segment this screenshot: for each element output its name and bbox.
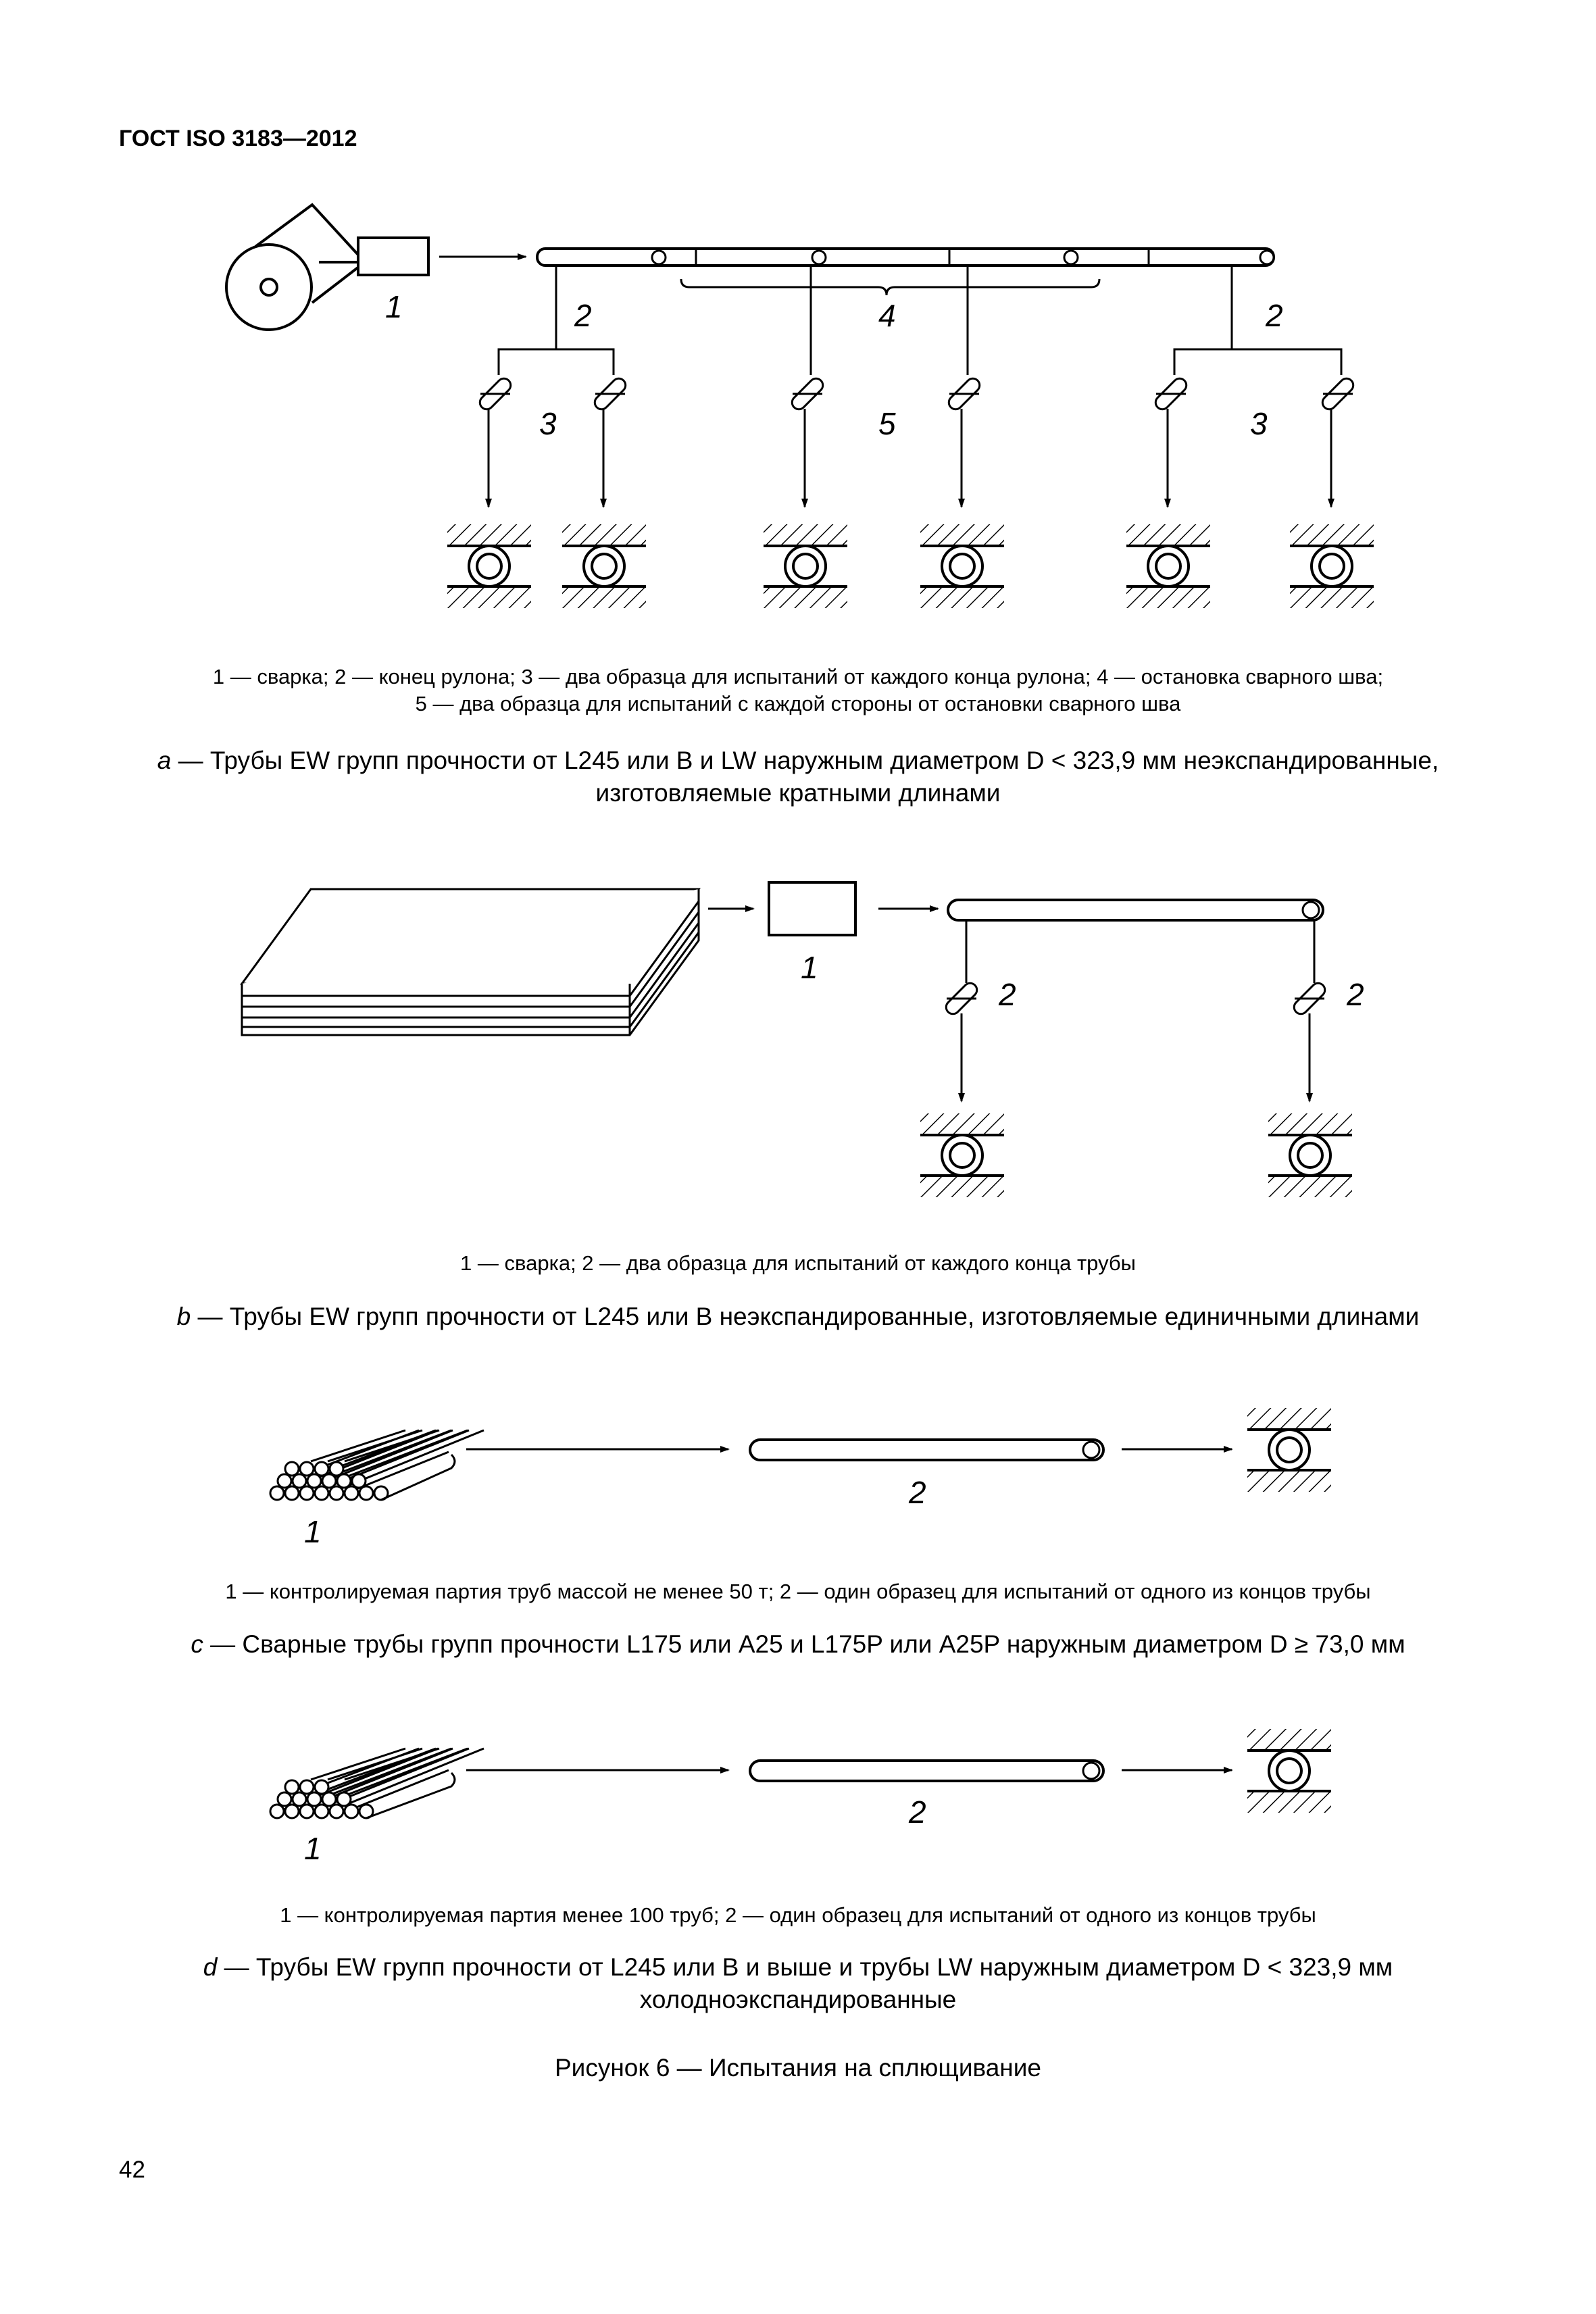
label-a-1: 1 (385, 289, 403, 324)
pipe-c (749, 1438, 1105, 1461)
weld-box (357, 236, 430, 276)
key-c: 1 — контролируемая партия труб массой не… (225, 1580, 1371, 1603)
key-a-line1: 1 — сварка; 2 — конец рулона; 3 — два об… (212, 665, 1384, 688)
caption-c-prefix: c (191, 1630, 203, 1658)
figure-title: Рисунок 6 — Испытания на сплющивание (555, 2054, 1041, 2082)
diagram-b: 1 2 2 (240, 881, 1364, 1199)
diagram-a: 1 2 4 2 3 5 3 (225, 203, 1375, 609)
pipe-bundle-icon (269, 1747, 484, 1819)
label-c-1: 1 (304, 1514, 322, 1549)
caption-b: b — Трубы EW групп прочности от L245 или… (101, 1301, 1495, 1333)
flattening-specimens (446, 523, 1375, 609)
label-a-2-left: 2 (574, 298, 592, 333)
caption-a-line2: изготовляемые кратными длинами (595, 779, 1001, 807)
label-c-2: 2 (908, 1475, 926, 1510)
label-a-3-left: 3 (539, 406, 557, 441)
caption-a-line1: — Трубы EW групп прочности от L245 или B… (178, 747, 1439, 774)
label-a-5: 5 (878, 406, 896, 441)
pipe-bundle-icon (269, 1429, 484, 1501)
label-a-3-right: 3 (1250, 406, 1268, 441)
specimen-cut-symbols (476, 374, 1357, 413)
coil-icon (225, 203, 367, 331)
pipe-b (947, 899, 1324, 922)
caption-d-line1: — Трубы EW групп прочности от L245 или B… (224, 1953, 1393, 1981)
caption-a-prefix: a (157, 747, 172, 774)
caption-d: d — Трубы EW групп прочности от L245 или… (101, 1951, 1495, 2016)
label-b-2-right: 2 (1346, 977, 1364, 1012)
label-d-2: 2 (908, 1794, 926, 1830)
caption-c: c — Сварные трубы групп прочности L175 и… (101, 1628, 1495, 1661)
caption-d-line2: холодноэкспандированные (639, 1986, 957, 2013)
weld-stop-brace (680, 278, 1101, 296)
label-d-1: 1 (304, 1831, 322, 1866)
diagram-c: 1 2 (269, 1407, 1332, 1549)
key-a: 1 — сварка; 2 — конец рулона; 3 — два об… (101, 663, 1495, 718)
key-a-line2: 5 — два образца для испытаний с каждой с… (415, 692, 1181, 715)
label-b-2-left: 2 (998, 977, 1016, 1012)
key-d: 1 — контролируемая партия менее 100 труб… (280, 1903, 1316, 1927)
caption-b-prefix: b (176, 1303, 191, 1330)
pipe-d (749, 1759, 1105, 1782)
caption-a: a — Трубы EW групп прочности от L245 или… (101, 745, 1495, 809)
label-a-2-right: 2 (1265, 298, 1283, 333)
key-b: 1 — сварка; 2 — два образца для испытани… (460, 1251, 1136, 1275)
document-header: ГОСТ ISO 3183—2012 (119, 126, 357, 151)
caption-b-text: — Трубы EW групп прочности от L245 или B… (197, 1303, 1420, 1330)
label-a-4: 4 (878, 298, 896, 333)
caption-c-text: — Сварные трубы групп прочности L175 или… (210, 1630, 1405, 1658)
diagram-d: 1 2 (269, 1728, 1332, 1866)
caption-d-prefix: d (203, 1953, 218, 1981)
label-b-1: 1 (801, 950, 818, 985)
weld-box-b (768, 881, 857, 936)
page-number: 42 (119, 2157, 145, 2183)
pipe-string (536, 247, 1275, 267)
plate-stack-icon (240, 888, 701, 1036)
